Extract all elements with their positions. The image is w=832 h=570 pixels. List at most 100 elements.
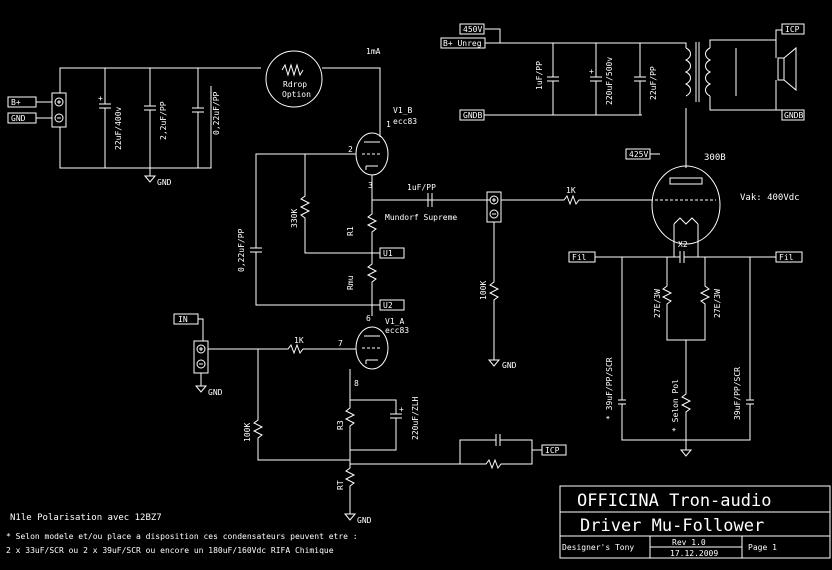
- r3-label: R3: [336, 420, 345, 430]
- r100k-in-label: 100K: [243, 423, 252, 442]
- note-line1: N1le Polarisation avec 12BZ7: [10, 513, 162, 523]
- r100k-leak-label: 100K: [479, 281, 488, 300]
- svg-text:Rdrop: Rdrop: [283, 80, 307, 89]
- gnd-symbol-mid: GND: [487, 359, 517, 370]
- svg-text:GND: GND: [208, 388, 223, 397]
- cap-0-22uf-pp-mid: 0,22uF/PP: [237, 228, 262, 272]
- v1a-pin8: 8: [354, 379, 359, 388]
- cap-22uf-pp-out: 22uF/PP: [634, 43, 658, 115]
- svg-text:GNDB: GNDB: [784, 111, 803, 120]
- cap-0-22uf-pp: 0,22uF/PP: [192, 68, 221, 169]
- svg-text:+: +: [399, 405, 404, 414]
- vak-label: Vak: 400Vdc: [740, 193, 800, 203]
- input-connector: [193, 340, 209, 374]
- selon-pol-label: * Selon Pol: [671, 379, 680, 432]
- gnd-symbol-fil: [679, 449, 693, 457]
- rt-label: RT: [336, 480, 345, 490]
- v1b-pin1: 1: [386, 120, 391, 129]
- u2-flag: U2: [379, 299, 405, 311]
- svg-text:+: +: [589, 67, 594, 76]
- svg-text:U1: U1: [383, 249, 393, 258]
- svg-text:GNDB: GNDB: [463, 111, 482, 120]
- cap-22uf-400v: + 22uF/400v: [98, 68, 123, 168]
- input-r-1k-label: 1K: [294, 336, 304, 345]
- svg-text:1uF/PP: 1uF/PP: [535, 61, 544, 90]
- gnd-flag: GND: [7, 112, 37, 124]
- svg-text:Fil: Fil: [779, 253, 794, 262]
- svg-text:ICP: ICP: [785, 25, 800, 34]
- svg-text:ICP: ICP: [545, 446, 560, 455]
- output-transformer: [684, 29, 782, 111]
- grid-r-1k-label: 1K: [566, 186, 576, 195]
- svg-text:0,22uF/PP: 0,22uF/PP: [237, 228, 246, 272]
- tube-300b: [650, 165, 721, 245]
- svg-text:0,22uF/PP: 0,22uF/PP: [212, 91, 221, 135]
- rmu-label: Rmu: [346, 275, 355, 290]
- designer-label: Designer's Tony: [562, 543, 634, 552]
- tube-v1b: [355, 132, 389, 176]
- cap-220uf-zlh: + 220uF/ZLH: [350, 396, 420, 451]
- flag-fil-right: Fil: [775, 251, 803, 263]
- r1-label: R1: [346, 226, 355, 236]
- svg-text:GND: GND: [502, 361, 517, 370]
- speaker: [775, 40, 797, 110]
- r-27e-right-label: 27E/3W: [713, 289, 722, 318]
- cap-39uf-left-label: * 39uF/PP/SCR: [605, 357, 614, 420]
- v1a-pin7: 7: [338, 339, 343, 348]
- flag-450v: 450V: [459, 23, 485, 35]
- note-line3: 2 x 33uF/SCR ou 2 x 39uF/SCR ou encore u…: [6, 546, 334, 555]
- v1b-type: ecc83: [393, 117, 417, 126]
- tube-v1a: [355, 326, 389, 370]
- cap-1uf-pp-out: 1uF/PP: [535, 43, 559, 115]
- page-label: Page 1: [748, 543, 777, 552]
- gnd-symbol-in: GND: [194, 373, 223, 397]
- svg-text:Option: Option: [282, 90, 311, 99]
- company-name: OFFICINA Tron-audio: [577, 491, 771, 511]
- cap-2-2uf-pp: 2,2uF/PP: [144, 68, 168, 168]
- x2-label: X2: [678, 240, 688, 249]
- svg-text:+: +: [98, 94, 103, 103]
- v1a-type: ecc83: [385, 326, 409, 335]
- svg-text:2,2uF/PP: 2,2uF/PP: [159, 101, 168, 140]
- date-label: 17.12.2009: [670, 549, 718, 558]
- coupling-connector: [486, 191, 502, 223]
- svg-text:U2: U2: [383, 301, 393, 310]
- cap-39uf-right-label: 39uF/PP/SCR: [733, 367, 742, 420]
- cap-220uf-500v: + 220uF/500v: [589, 43, 614, 115]
- flag-icp: ICP: [781, 23, 805, 35]
- v1b-name: V1_B: [393, 106, 412, 115]
- flag-gndb-out: GNDB: [781, 109, 805, 121]
- svg-text:1uF/PP: 1uF/PP: [407, 183, 436, 192]
- flag-fil-left: Fil: [568, 251, 596, 263]
- svg-text:22uF/400v: 22uF/400v: [114, 106, 123, 150]
- v1b-pin2: 2: [348, 145, 353, 154]
- current-label: 1mA: [366, 47, 381, 56]
- r330k-label: 330K: [290, 209, 299, 228]
- r-27e-left-label: 27E/3W: [653, 289, 662, 318]
- flag-bplus-unreg: B+ Unreg: [440, 37, 486, 49]
- svg-text:B+: B+: [11, 98, 21, 107]
- svg-text:B+ Unreg: B+ Unreg: [443, 39, 482, 48]
- svg-text:220uF/500v: 220uF/500v: [605, 57, 614, 105]
- title-block: OFFICINA Tron-audio Driver Mu-Follower D…: [559, 485, 831, 559]
- svg-text:Mundorf Supreme: Mundorf Supreme: [385, 213, 457, 222]
- drawing-title: Driver Mu-Follower: [580, 516, 764, 536]
- svg-text:22uF/PP: 22uF/PP: [649, 66, 658, 100]
- v1a-name: V1_A: [385, 317, 404, 326]
- gnd-symbol-cathode: GND: [343, 513, 372, 525]
- svg-text:GND: GND: [157, 178, 172, 187]
- u1-flag: U1: [379, 247, 405, 259]
- svg-text:IN: IN: [178, 315, 188, 324]
- coupling-cap: 1uF/PP Mundorf Supreme: [385, 183, 457, 222]
- revision-label: Rev 1.0: [672, 538, 706, 547]
- bplus-flag: B+: [7, 96, 37, 108]
- flag-gndb: GNDB: [459, 109, 485, 121]
- svg-text:450V: 450V: [463, 25, 482, 34]
- v1a-pin6: 6: [366, 314, 371, 323]
- svg-text:GND: GND: [11, 114, 26, 123]
- v1b-pin3: 3: [368, 181, 373, 190]
- svg-text:220uF/ZLH: 220uF/ZLH: [411, 396, 420, 440]
- fb-flag: ICP: [541, 444, 567, 456]
- tube-300b-label: 300B: [704, 153, 726, 163]
